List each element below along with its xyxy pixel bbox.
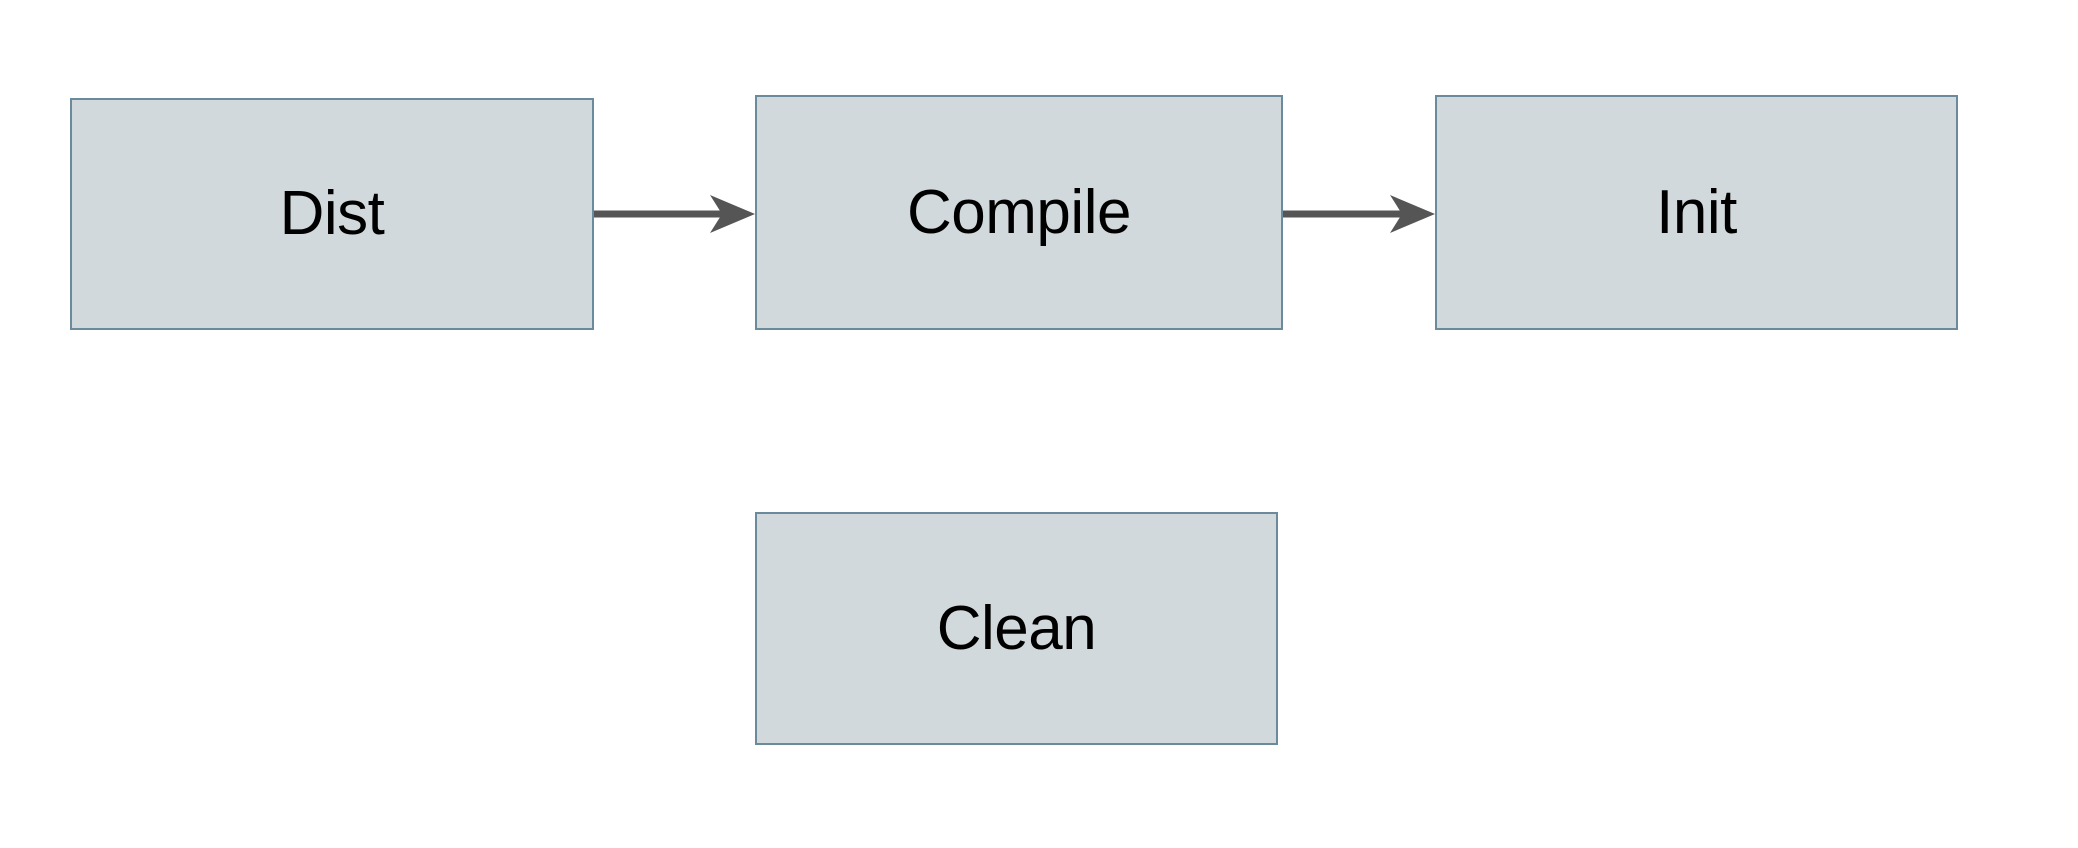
arrow-head-icon: [710, 195, 755, 233]
node-init-label: Init: [1656, 177, 1737, 247]
node-clean[interactable]: Clean: [755, 512, 1278, 745]
node-dist[interactable]: Dist: [70, 98, 594, 330]
edge-compile-to-init[interactable]: [1283, 184, 1435, 244]
node-compile-label: Compile: [907, 177, 1131, 247]
node-dist-label: Dist: [279, 179, 385, 248]
node-init[interactable]: Init: [1435, 95, 1958, 330]
edge-dist-to-compile[interactable]: [594, 184, 755, 244]
arrow-head-icon: [1390, 195, 1435, 233]
node-clean-label: Clean: [936, 593, 1097, 663]
node-compile[interactable]: Compile: [755, 95, 1283, 330]
